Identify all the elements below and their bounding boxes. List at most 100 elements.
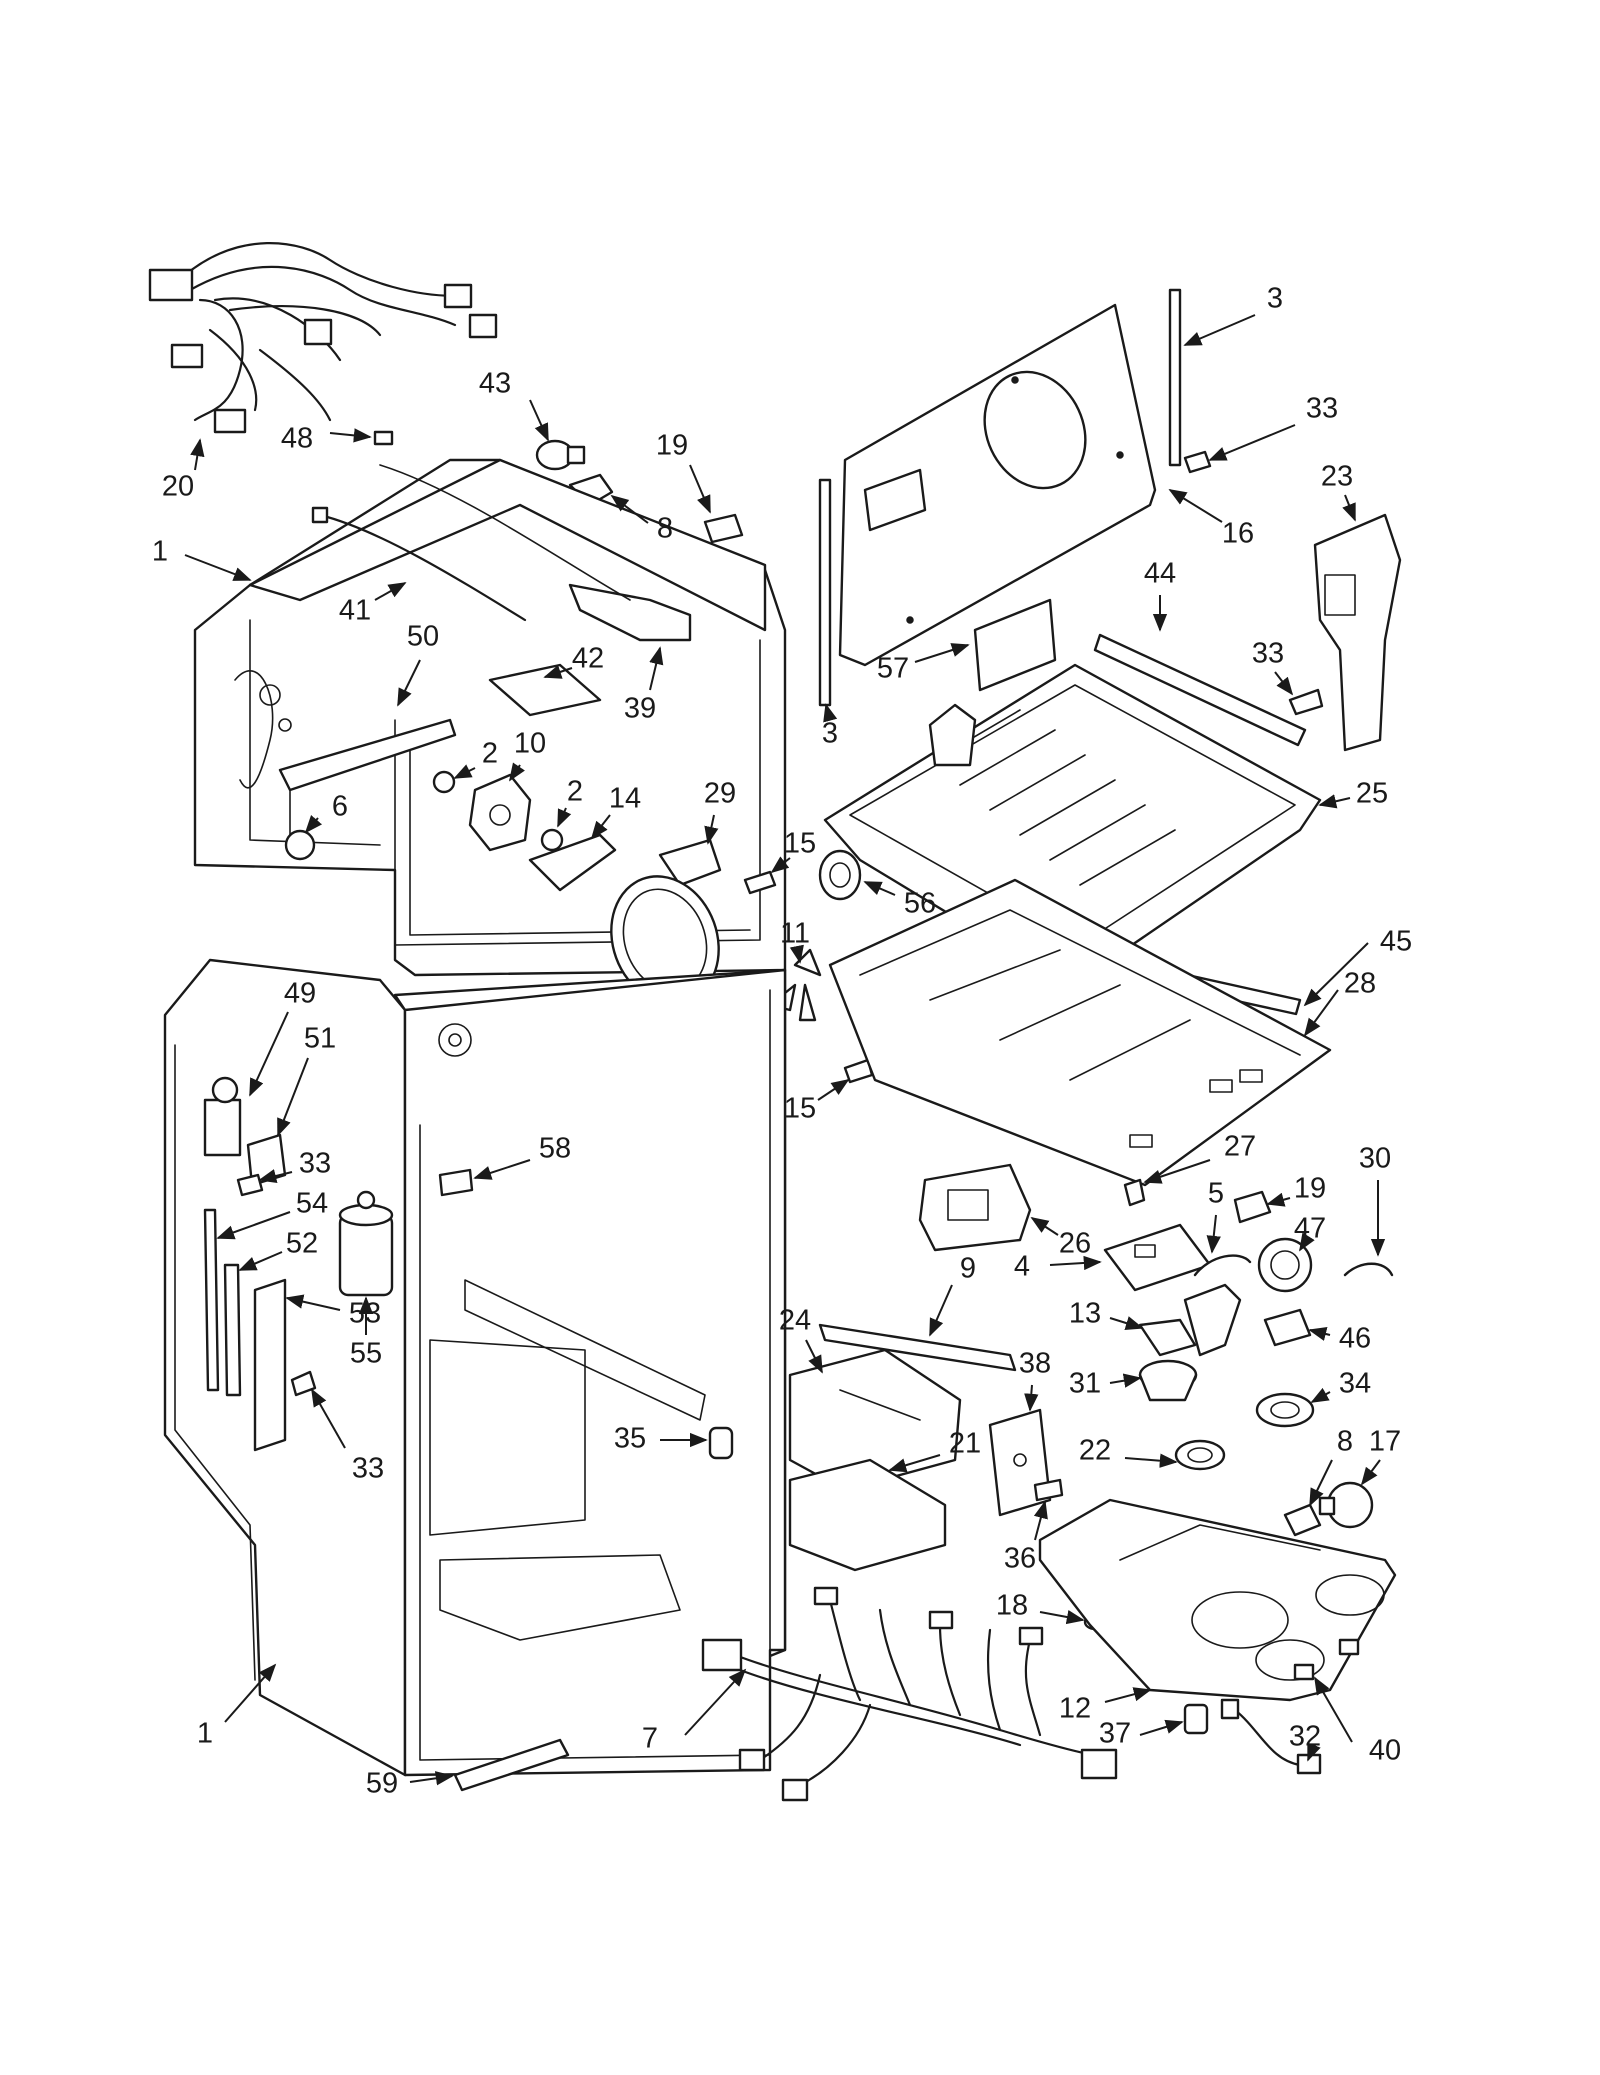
part-22 — [1174, 1439, 1226, 1471]
callout-label-50: 50 — [407, 621, 439, 653]
leader-33d — [1274, 671, 1294, 696]
part-9 — [818, 1323, 1017, 1372]
callout-label-43: 43 — [479, 368, 511, 400]
callout-label-33b: 33 — [352, 1453, 384, 1485]
callout-label-41: 41 — [339, 595, 371, 627]
part-49 — [203, 1076, 242, 1157]
callout-label-38: 38 — [1019, 1348, 1051, 1380]
callout-label-22: 22 — [1079, 1435, 1111, 1467]
callout-label-3a: 3 — [1267, 283, 1283, 315]
callout-label-15a: 15 — [784, 828, 816, 860]
part-32 — [1220, 1698, 1322, 1775]
socket-8b — [1283, 1503, 1322, 1537]
leader-2b — [557, 807, 572, 828]
callout-label-55: 55 — [350, 1338, 382, 1370]
callout-label-48: 48 — [281, 423, 313, 455]
leader-18 — [1039, 1609, 1085, 1625]
part-5 — [1193, 1254, 1252, 1277]
leader-1a — [184, 554, 252, 581]
leader-45 — [1303, 942, 1369, 1007]
callout-label-31: 31 — [1069, 1368, 1101, 1400]
leader-33a — [258, 1169, 293, 1184]
leader-28 — [1303, 989, 1339, 1037]
leader-7 — [684, 1668, 747, 1736]
callout-label-14: 14 — [609, 783, 641, 815]
callout-label-18: 18 — [996, 1590, 1028, 1622]
leader-46 — [1308, 1326, 1331, 1341]
leader-12 — [1104, 1687, 1152, 1703]
leader-8b — [1309, 1459, 1333, 1507]
leader-24 — [805, 1339, 823, 1374]
tube-52 — [223, 1263, 242, 1397]
callout-label-54: 54 — [296, 1188, 328, 1220]
leader-27 — [1143, 1159, 1211, 1184]
callout-label-47: 47 — [1294, 1213, 1326, 1245]
clip-48 — [373, 430, 394, 446]
leader-23 — [1342, 494, 1356, 522]
screw-33c — [1183, 450, 1212, 474]
leader-3b — [823, 703, 838, 723]
channel-53 — [253, 1278, 287, 1452]
leader-26 — [1030, 1217, 1059, 1236]
callout-label-28: 28 — [1344, 968, 1376, 1000]
rear-panel-16 — [838, 303, 1157, 667]
filter-55 — [338, 1190, 394, 1297]
screw-33d — [1288, 688, 1324, 716]
callout-label-4: 4 — [1014, 1251, 1030, 1283]
part-30 — [1343, 1262, 1394, 1277]
leader-32 — [1307, 1742, 1321, 1762]
callout-label-1a: 1 — [152, 536, 168, 568]
part-35 — [708, 1426, 734, 1460]
leader-6 — [304, 815, 323, 834]
screw-33a — [236, 1173, 264, 1197]
callout-label-45: 45 — [1380, 926, 1412, 958]
callout-label-44: 44 — [1144, 558, 1176, 590]
callout-label-36: 36 — [1004, 1543, 1036, 1575]
callout-label-2b: 2 — [567, 776, 583, 808]
part-36 — [1033, 1478, 1064, 1502]
leader-33c — [1208, 424, 1296, 461]
leader-42 — [543, 665, 573, 679]
part-46 — [1263, 1308, 1312, 1347]
leader-16 — [1168, 489, 1223, 523]
callout-label-57: 57 — [877, 653, 909, 685]
leader-22 — [1124, 1453, 1178, 1468]
leader-53 — [285, 1294, 341, 1311]
leader-33b — [311, 1388, 346, 1449]
screw-2a — [432, 770, 456, 794]
leader-59 — [409, 1771, 454, 1786]
leader-13 — [1109, 1316, 1144, 1331]
leader-40 — [1314, 1676, 1353, 1743]
leader-52 — [238, 1251, 283, 1271]
callout-label-59: 59 — [366, 1768, 398, 1800]
wire-harness-lower — [701, 1586, 1118, 1802]
leader-25 — [1318, 794, 1351, 809]
callout-label-1b: 1 — [197, 1718, 213, 1750]
leader-3a — [1183, 314, 1256, 346]
part-37 — [1183, 1703, 1209, 1735]
leader-15a — [770, 856, 791, 874]
screw-15a — [743, 870, 777, 895]
rail-44 — [1093, 633, 1307, 747]
switch-19b — [1233, 1190, 1272, 1224]
callout-label-19a: 19 — [656, 430, 688, 462]
part-13 — [1138, 1283, 1242, 1357]
callout-label-26: 26 — [1059, 1228, 1091, 1260]
leader-38 — [1024, 1384, 1039, 1412]
leader-29 — [704, 814, 719, 845]
leader-10 — [509, 762, 525, 782]
housing-21 — [788, 1458, 947, 1572]
gear-34 — [1255, 1392, 1315, 1428]
fresh-food-liner — [163, 958, 787, 1777]
light-bulb-upper — [535, 439, 586, 471]
leader-14 — [590, 814, 611, 840]
callout-label-2a: 2 — [482, 738, 498, 770]
callout-label-33c: 33 — [1306, 393, 1338, 425]
callout-label-33d: 33 — [1252, 638, 1284, 670]
leader-57 — [914, 643, 970, 663]
wire-harness-upper — [148, 242, 498, 434]
shelf-28 — [828, 878, 1332, 1187]
callout-label-8a: 8 — [657, 513, 673, 545]
leader-58 — [473, 1159, 531, 1180]
